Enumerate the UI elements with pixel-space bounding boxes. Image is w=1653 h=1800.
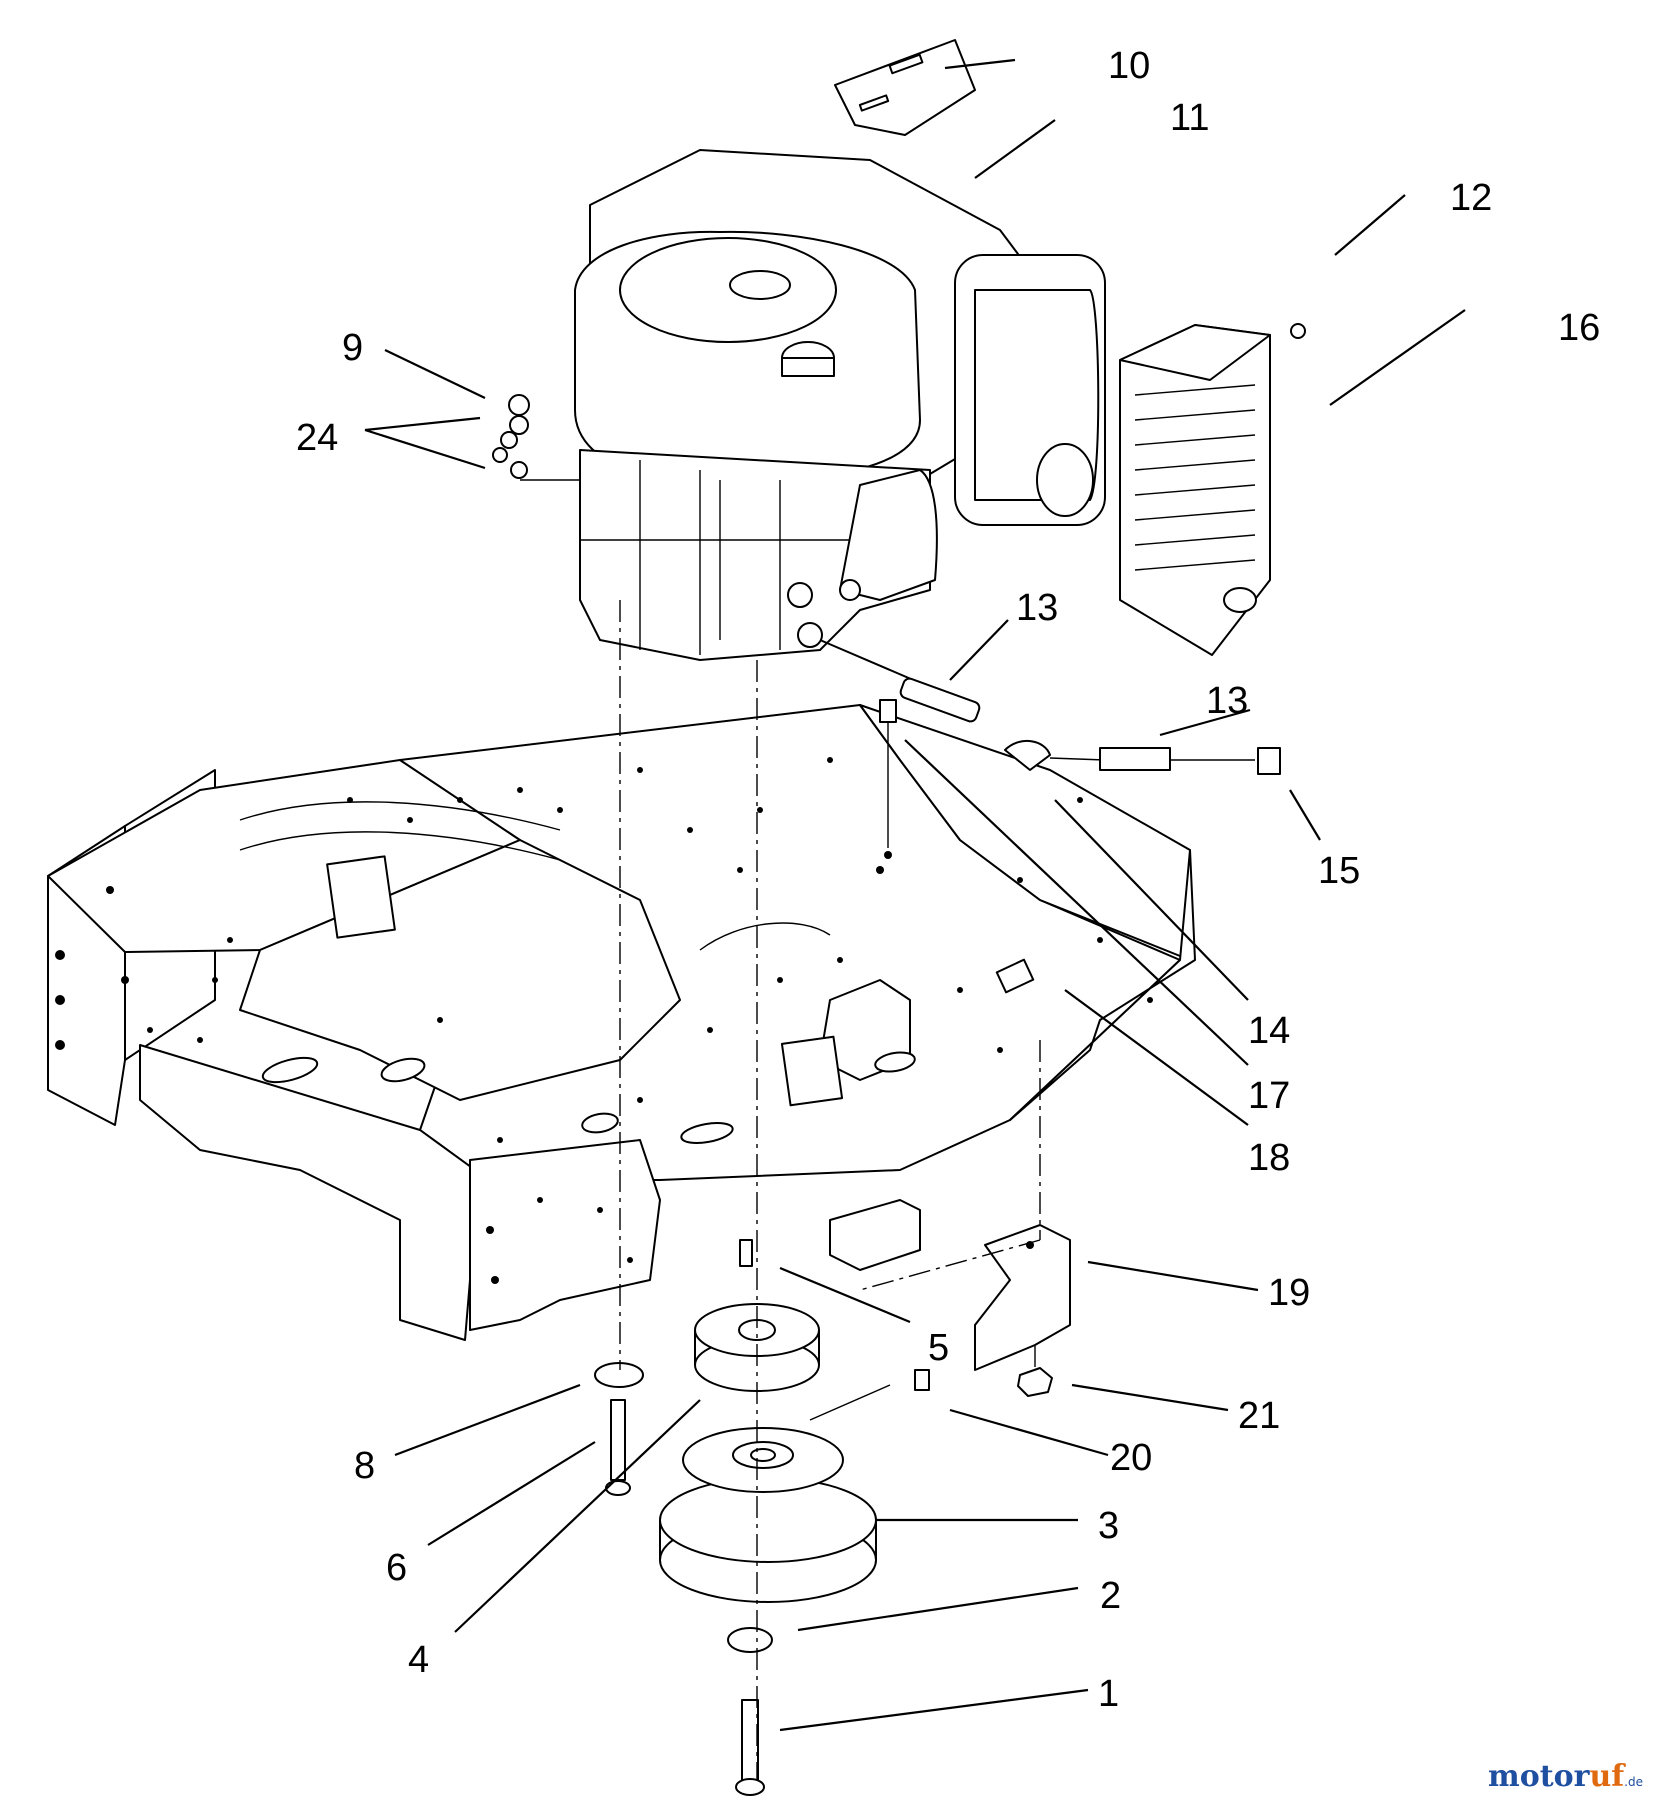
watermark-main: motor [1488,1759,1590,1794]
leader-lines [364,58,1466,1732]
callout-14: 14 [1248,1010,1290,1052]
callout-12: 12 [1450,177,1492,219]
watermark-accent: uf [1589,1759,1625,1794]
callout-13-upper: 13 [1016,587,1058,629]
callout-10: 10 [1108,45,1150,87]
callout-3: 3 [1098,1505,1119,1547]
motoruf-watermark: motoruf.de [1488,1759,1643,1794]
callout-9: 9 [342,327,363,369]
callout-24: 24 [296,417,338,459]
muffler-guard [1119,323,1306,656]
bolt-fasteners [492,394,580,481]
callout-17: 17 [1248,1075,1290,1117]
clutch-assembly [594,1239,930,1796]
engine-assembly [574,39,1106,661]
callout-16: 16 [1558,307,1600,349]
callout-6: 6 [386,1547,407,1589]
callout-20: 20 [1110,1437,1152,1479]
callout-2: 2 [1100,1575,1121,1617]
callout-19: 19 [1268,1272,1310,1314]
callout-labels: 10 11 12 16 9 24 13 13 15 14 17 18 19 5 … [296,45,1600,1715]
fuel-line-parts [819,639,1281,859]
clutch-bracket [974,1224,1071,1397]
chassis-frame [47,704,1196,1341]
callout-21: 21 [1238,1395,1280,1437]
callout-1: 1 [1098,1673,1119,1715]
callout-5: 5 [928,1327,949,1369]
callout-15: 15 [1318,850,1360,892]
callout-11: 11 [1170,97,1209,139]
watermark-suffix: .de [1624,1775,1643,1789]
callout-13-lower: 13 [1206,680,1248,722]
alignment-lines [619,600,1041,1780]
callout-8: 8 [354,1445,375,1487]
callout-18: 18 [1248,1137,1290,1179]
chassis-holes [55,757,1153,1284]
callout-4: 4 [408,1639,429,1681]
